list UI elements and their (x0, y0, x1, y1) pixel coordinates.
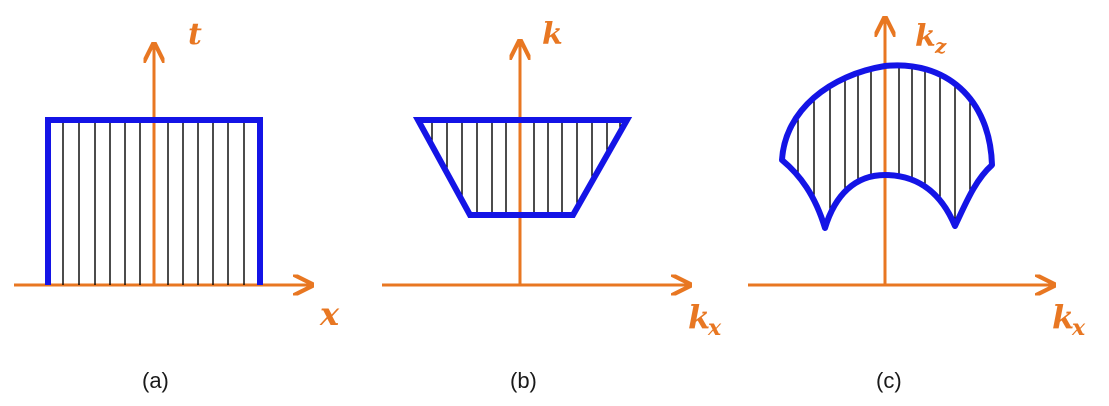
outline-b (412, 117, 633, 218)
caption-a: (a) (142, 368, 169, 393)
caption-b: (b) (510, 368, 537, 393)
y-label-a: t (188, 17, 202, 52)
y-label-c: k (915, 19, 936, 54)
caption-c: (c) (876, 368, 902, 393)
x-sub-c: x (1071, 315, 1086, 341)
x-label-c: k (1052, 298, 1074, 336)
panel-a: t x (a) (14, 17, 340, 393)
x-label-b: k (688, 298, 710, 336)
panel-c: k z k x (c) (748, 19, 1086, 393)
x-label-a: x (319, 295, 340, 333)
outline-c (779, 62, 995, 231)
hatch-b (431, 120, 621, 215)
panel-b: k k x (b) (382, 17, 722, 393)
y-label-b: k (542, 17, 563, 52)
hatch-a (62, 120, 245, 285)
y-sub-c: z (934, 34, 947, 58)
x-sub-b: x (707, 315, 722, 341)
outline-a (45, 117, 263, 285)
